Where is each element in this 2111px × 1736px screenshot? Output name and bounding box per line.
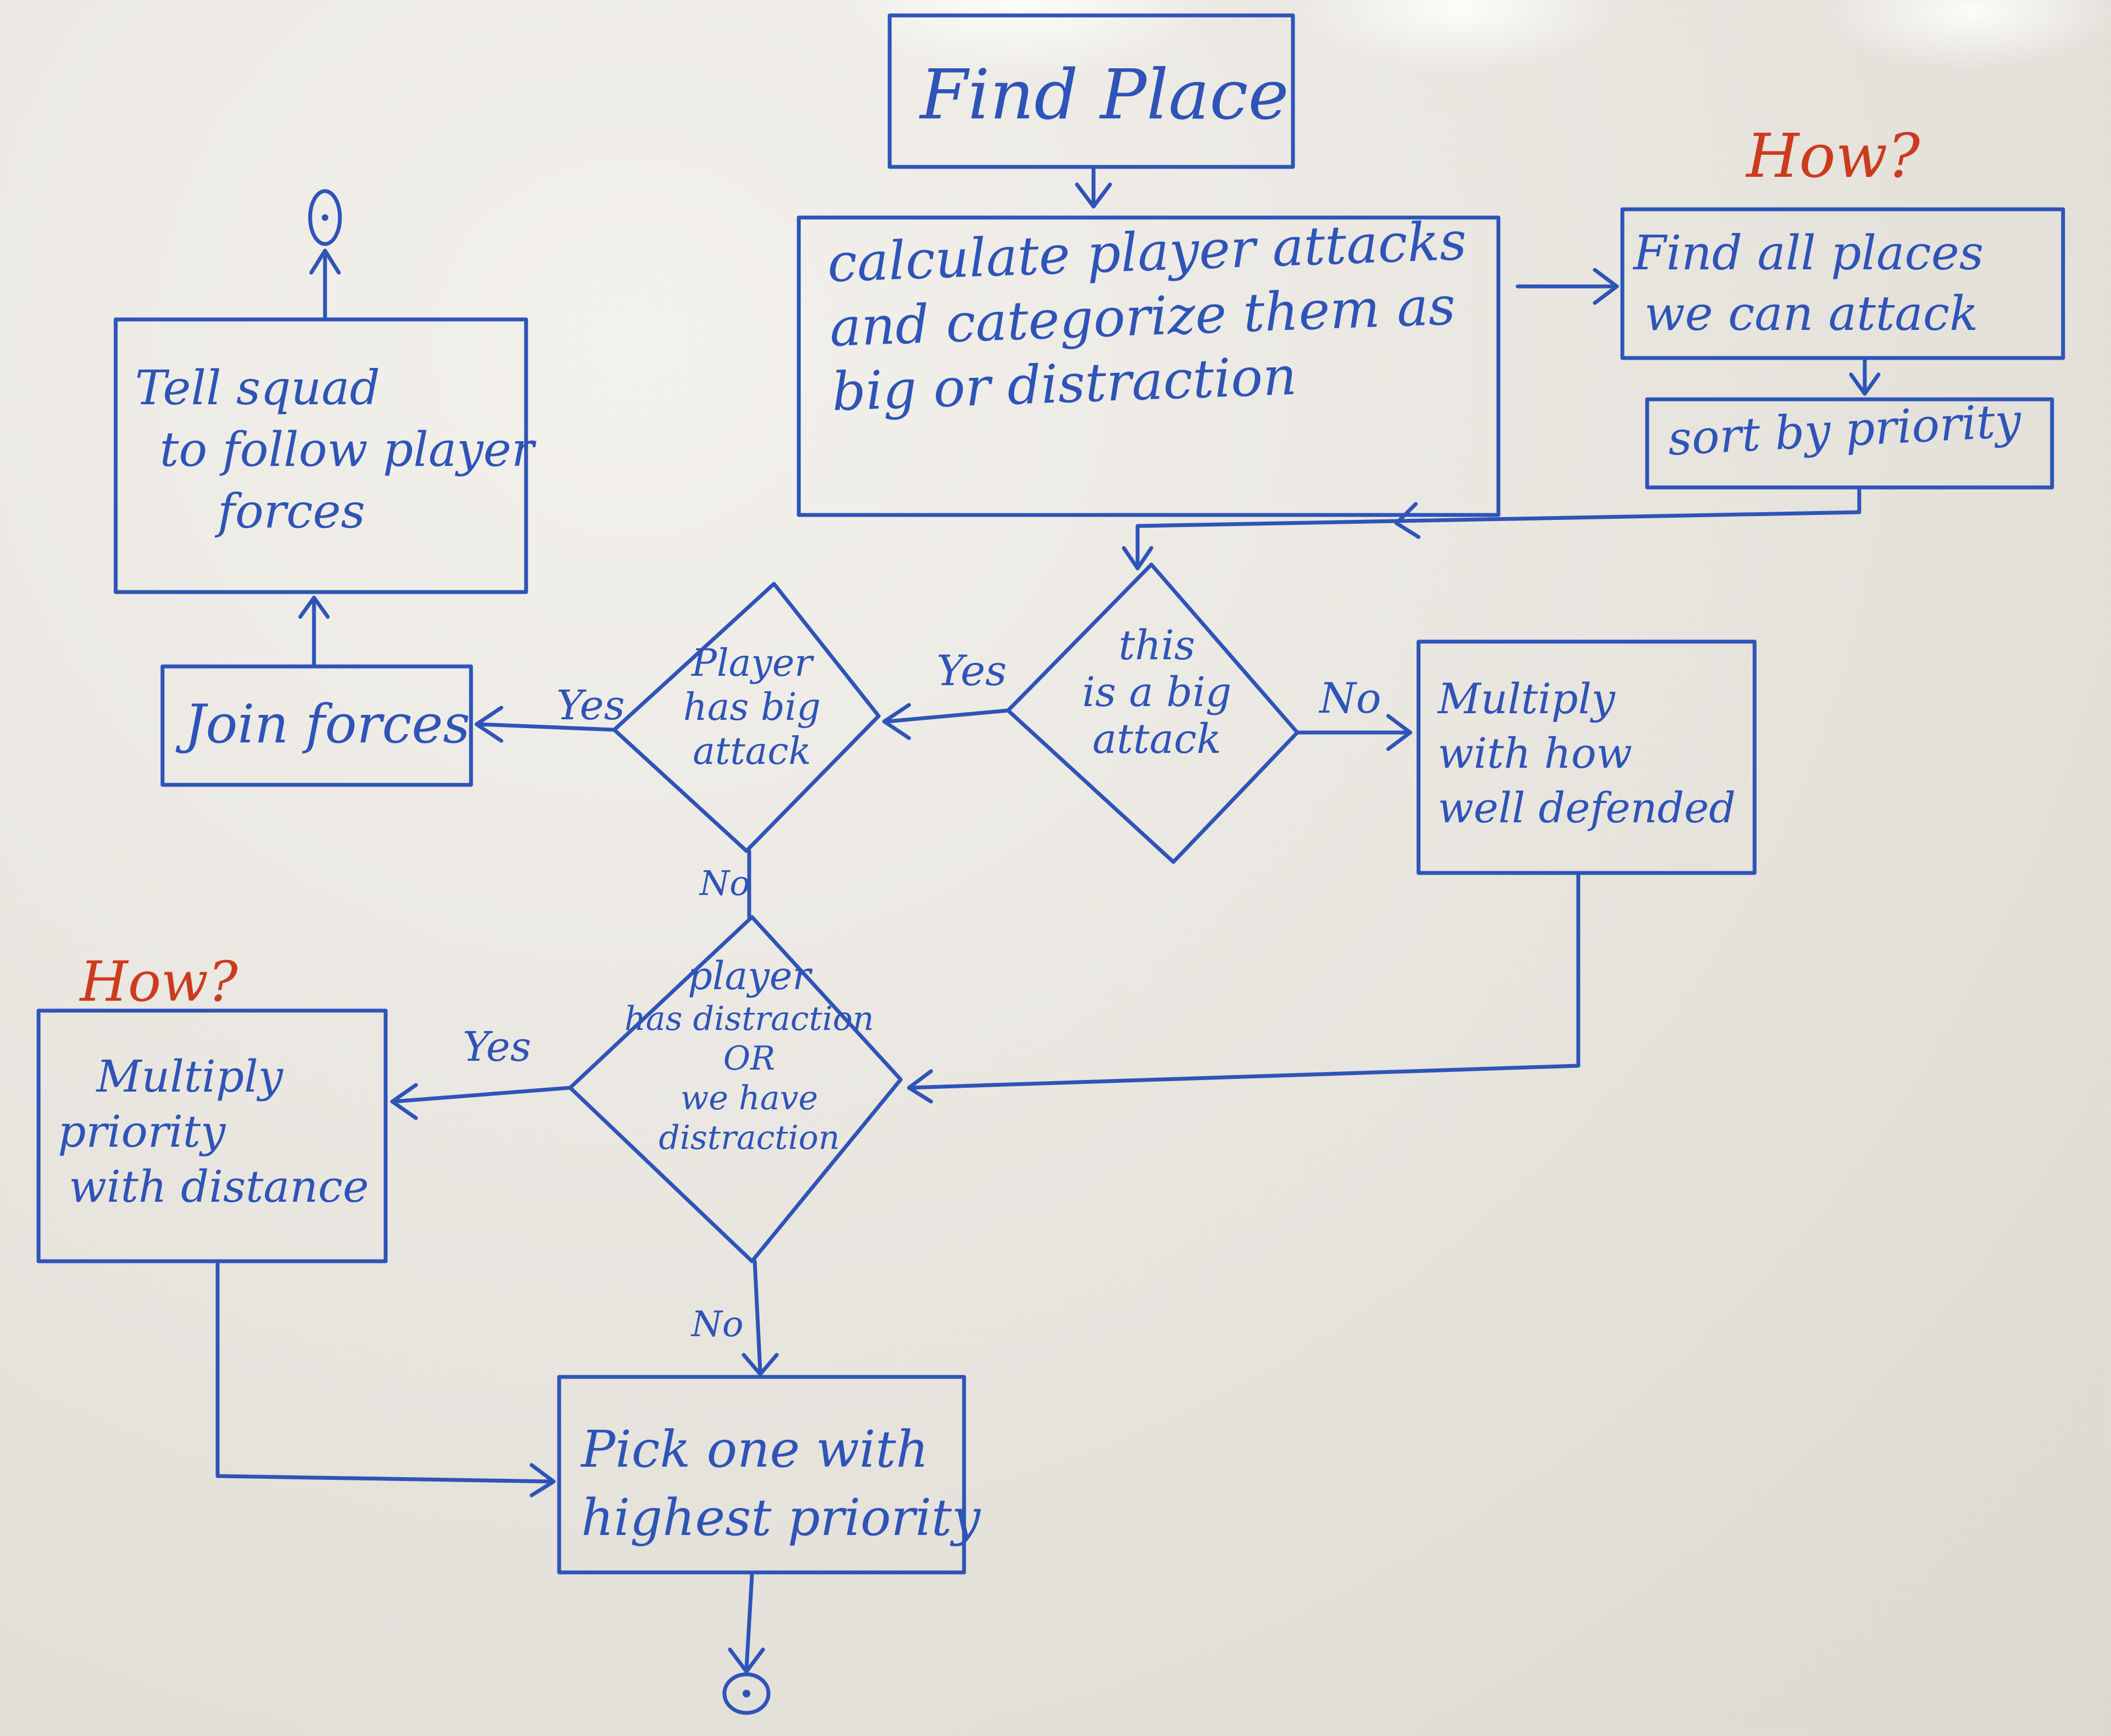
arrow-is-big-to-multiply-defended <box>1295 714 1412 751</box>
edge-label-distraction-yes: Yes <box>463 1023 532 1071</box>
edge-label-is-big-no: No <box>1319 674 1382 723</box>
multiply-defended-box[interactable] <box>1416 639 1757 875</box>
arrow-find-to-calculate <box>1075 166 1112 209</box>
calculate-label: calculate player attacks and categorize … <box>826 210 1468 424</box>
join-forces-box[interactable] <box>160 664 473 787</box>
how-note-top: How? <box>1746 121 1920 191</box>
arrow-pick-one-to-end <box>728 1573 765 1674</box>
multiply-distance-box[interactable] <box>36 1008 388 1263</box>
join-forces-label: Join forces <box>185 693 470 755</box>
find-all-label: Find all places we can attack <box>1633 226 1984 342</box>
start-terminal-dot <box>322 214 328 221</box>
edge-label-is-big-yes: Yes <box>937 646 1007 695</box>
arrow-multiply-distance-to-pick-one <box>215 1262 556 1498</box>
arrow-tell-squad-to-start <box>309 248 341 319</box>
player-big-diamond[interactable] <box>612 582 881 853</box>
end-terminal-dot <box>743 1690 750 1697</box>
find-place-box[interactable] <box>887 13 1295 169</box>
player-big-label: Player has big attack <box>683 642 821 774</box>
find-all-box[interactable] <box>1620 207 2065 360</box>
arrow-player-big-to-join <box>474 706 616 743</box>
arrow-multiply-defended-to-distraction <box>907 871 1580 1104</box>
arrow-distraction-to-multiply-distance <box>390 1083 572 1120</box>
arrow-distraction-to-pick-one <box>741 1259 779 1376</box>
arrow-calculate-to-find-all <box>1515 268 1619 305</box>
multiply-defended-label: Multiply with how well defended <box>1438 674 1736 832</box>
multiply-distance-label: Multiply priority with distance <box>58 1051 369 1212</box>
sort-box[interactable] <box>1645 397 2054 490</box>
end-terminal <box>722 1672 771 1715</box>
arrow-join-to-tell-squad <box>298 595 330 666</box>
pick-one-box[interactable] <box>557 1375 966 1575</box>
edge-label-player-big-no: No <box>700 863 750 903</box>
arrow-is-big-to-player-big <box>882 703 1010 740</box>
distraction-diamond[interactable] <box>568 915 903 1263</box>
tell-squad-box[interactable] <box>113 317 528 594</box>
find-place-label: Find Place <box>920 55 1289 135</box>
distraction-label: player has distraction OR we have distra… <box>624 953 874 1157</box>
pick-one-label: Pick one with highest priority <box>581 1420 981 1548</box>
calculate-box[interactable] <box>797 215 1501 517</box>
edge-label-player-big-yes: Yes <box>556 682 625 729</box>
edge-label-distraction-no: No <box>691 1304 744 1345</box>
is-big-diamond[interactable] <box>1006 562 1300 864</box>
is-big-label: this is a big attack <box>1082 622 1232 763</box>
arrow-find-all-to-sort <box>1849 356 1881 396</box>
start-terminal <box>308 189 342 246</box>
arrow-sort-to-is-big <box>1122 488 1861 571</box>
tell-squad-label: Tell squad to follow player forces <box>135 361 534 539</box>
how-note-left: How? <box>80 950 238 1014</box>
